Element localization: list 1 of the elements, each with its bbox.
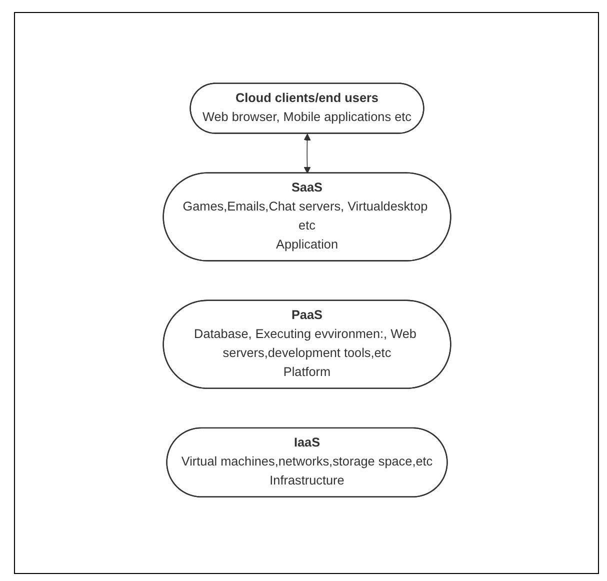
arrow xyxy=(303,134,310,174)
